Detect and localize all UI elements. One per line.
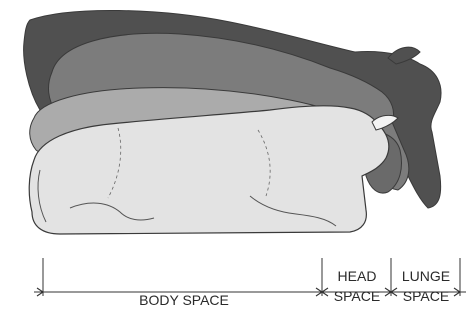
lunge-space-label-line2: SPACE bbox=[403, 288, 449, 304]
head-space-label-line1: HEAD bbox=[338, 268, 377, 284]
body-space-label: BODY SPACE bbox=[139, 292, 229, 308]
lunge-space-label-line1: LUNGE bbox=[402, 268, 450, 284]
head-space-label-line2: SPACE bbox=[334, 288, 380, 304]
